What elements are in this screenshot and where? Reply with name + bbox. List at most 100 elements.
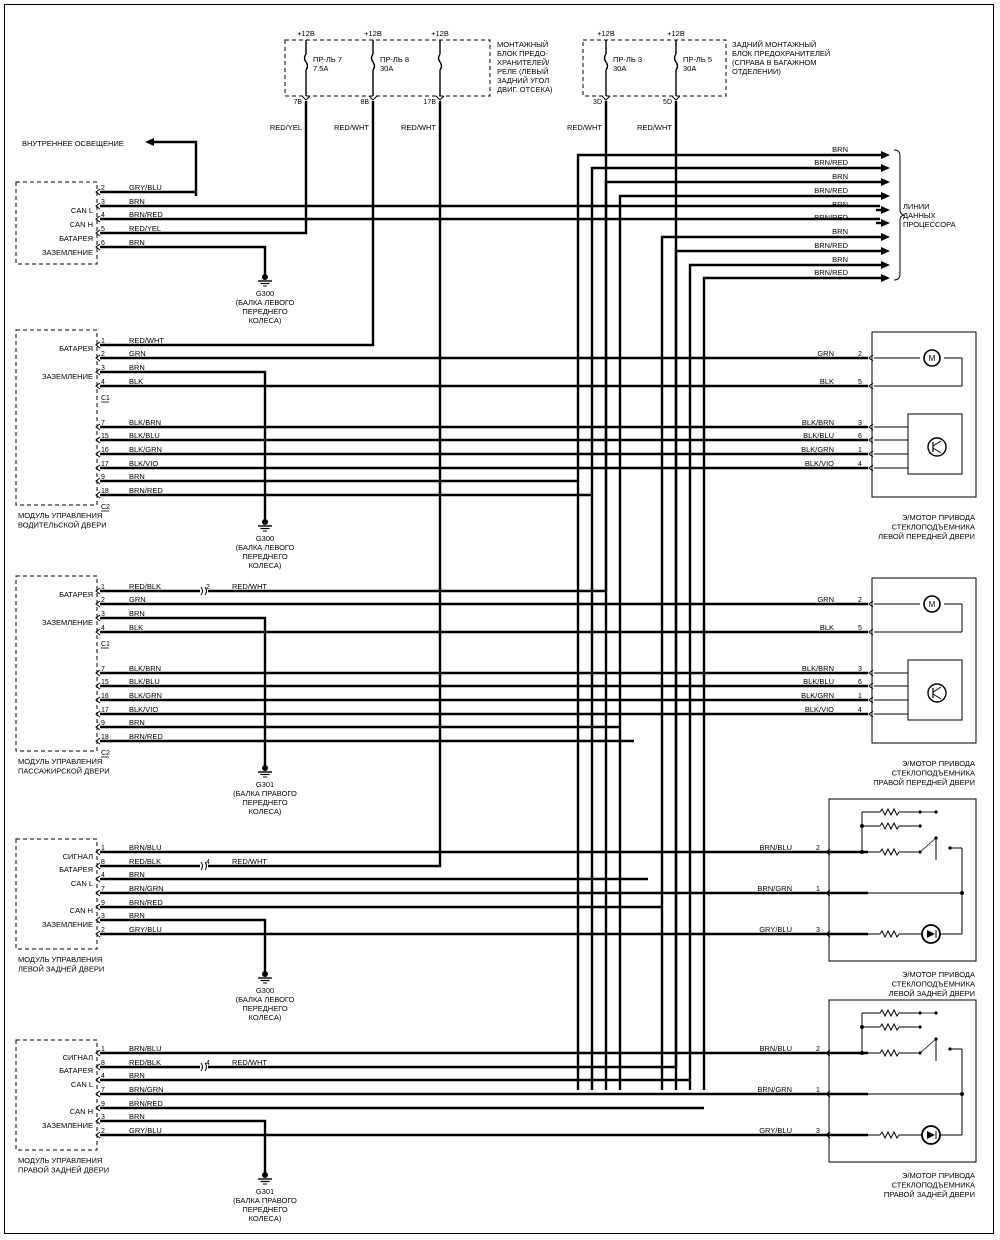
driver-sensor-icon-collector [932,440,942,447]
rear-left-lamp-resistor [879,929,900,939]
rear-right-pin [95,1104,101,1112]
passenger-pin [95,614,101,622]
driver-motor-pin [868,354,874,362]
driver-c2-label: C2 [101,504,110,511]
passenger-pin-number: 3 [101,611,105,618]
rear-right-pin-number: 4 [101,1073,105,1080]
rear-right-pin-number: 3 [101,1114,105,1121]
passenger-sensor-icon [927,683,947,703]
driver-pin [95,354,101,362]
data-line-arrow [881,178,890,186]
driver-sensor-box [907,413,963,475]
driver-pin [95,464,101,472]
rear-right-pin-number: 1 [101,1046,105,1053]
data-line-arrow [881,233,890,241]
passenger-wire-color: BLK/BLU [129,677,160,686]
driver-motor-wire-color: BLK/BRN [802,418,834,427]
data-line-wire [660,235,884,1090]
rear-left-wire-color: BRN/GRN [129,884,164,893]
driver-pin-number: 1 [101,338,105,345]
rear-left-pin [95,889,101,897]
data-line-arrow [881,164,890,172]
driver-motor-box [871,331,977,498]
passenger-motor-pin [868,682,874,690]
rear-right-resistor-icon [879,1022,900,1032]
passenger-pin-number: 7 [101,666,105,673]
driver-wire-color: BLK/VIO [129,459,158,468]
data-line-arrow [881,219,890,227]
rear-right-splice-wire-color: RED/WHT [232,1058,267,1067]
ground-g300-top-node [262,274,268,280]
passenger-pin [95,628,101,636]
driver-wire-color: BLK/GRN [129,445,162,454]
passenger-c1-label: C1 [101,641,110,648]
passenger-motor-wire-color: BLK [820,623,834,632]
rear-left-motor-wire-color: GRY/BLU [759,925,792,934]
rear-right-wire-color: BRN [129,1112,145,1121]
data-line-brace [893,149,905,281]
driver-pin [95,341,101,349]
fuse-supply-label: +12В [297,29,315,38]
fuse-pin-label: 17В [424,99,437,106]
rear-right-pin-number: 9 [101,1101,105,1108]
rear-left-motor-pin [825,848,831,856]
rear-left-label: СИГНАЛ [63,852,93,861]
passenger-wire-color: RED/BLK [129,582,161,591]
data-line-arrow [881,261,890,269]
fuse-wire-color: RED/WHT [401,123,436,132]
driver-motor-pin [868,423,874,431]
passenger-motor-pin [868,628,874,636]
rear-right-motor-pin [825,1090,831,1098]
top-connector-pin-number: 3 [101,199,105,206]
rear-right-resistor-icon [879,1048,900,1058]
driver-motor-pin-number: 4 [858,461,862,468]
rear-left-junction [860,850,864,854]
data-line-wire [688,263,884,1090]
passenger-c2-label: C2 [101,750,110,757]
top-connector-box [15,181,98,265]
passenger-motor-pin [868,696,874,704]
top-connector-pin-number: 6 [101,240,105,247]
top-connector-pin [95,188,101,196]
passenger-sensor-icon-emitter [932,693,942,700]
top-connector-label-battery: БАТАРЕЯ [59,234,93,243]
driver-pin [95,477,101,485]
data-line-wire [674,249,884,1090]
rear-left-motor-pin [825,889,831,897]
passenger-wire-color: BLK/BRN [129,664,161,673]
driver-motor-pin [868,450,874,458]
fuse-pin-label: 5D [663,99,672,106]
rear-right-pin [95,1117,101,1125]
driver-c1-label: C1 [101,395,110,402]
fuse-wire-color: RED/WHT [334,123,369,132]
driver-motor-pin-number: 6 [858,433,862,440]
rear-right-label: БАТАРЕЯ [59,1066,93,1075]
data-line-arrow [881,192,890,200]
driver-motor-icon-letter: M [929,354,936,363]
driver-motor-wire-color: GRN [817,349,834,358]
top-connector-pin-number: 5 [101,226,105,233]
rear-right-splice-cup [200,1062,203,1072]
top-connector-pin [95,229,101,237]
passenger-pin [95,737,101,745]
rear-left-wire-color: GRY/BLU [129,925,162,934]
top-connector-wire-color: BRN [129,238,145,247]
rear-left-wire-color: BRN [129,911,145,920]
driver-motor-pin [868,382,874,390]
rear-left-motor-box [828,798,977,962]
driver-pin [95,491,101,499]
driver-wire-color: BRN [129,363,145,372]
rear-right-wire-color: BRN/GRN [129,1085,164,1094]
rear-right-motor-wire-color: BRN/BLU [759,1044,792,1053]
top-connector-wire-color: BRN/RED [129,210,163,219]
passenger-wire-color: BRN [129,718,145,727]
passenger-motor-wire-color: BLK/GRN [801,691,834,700]
driver-sensor-icon-emitter [932,447,942,454]
driver-wire-color: BRN/RED [129,486,163,495]
driver-motor-wire-color: BLK/BLU [803,431,834,440]
